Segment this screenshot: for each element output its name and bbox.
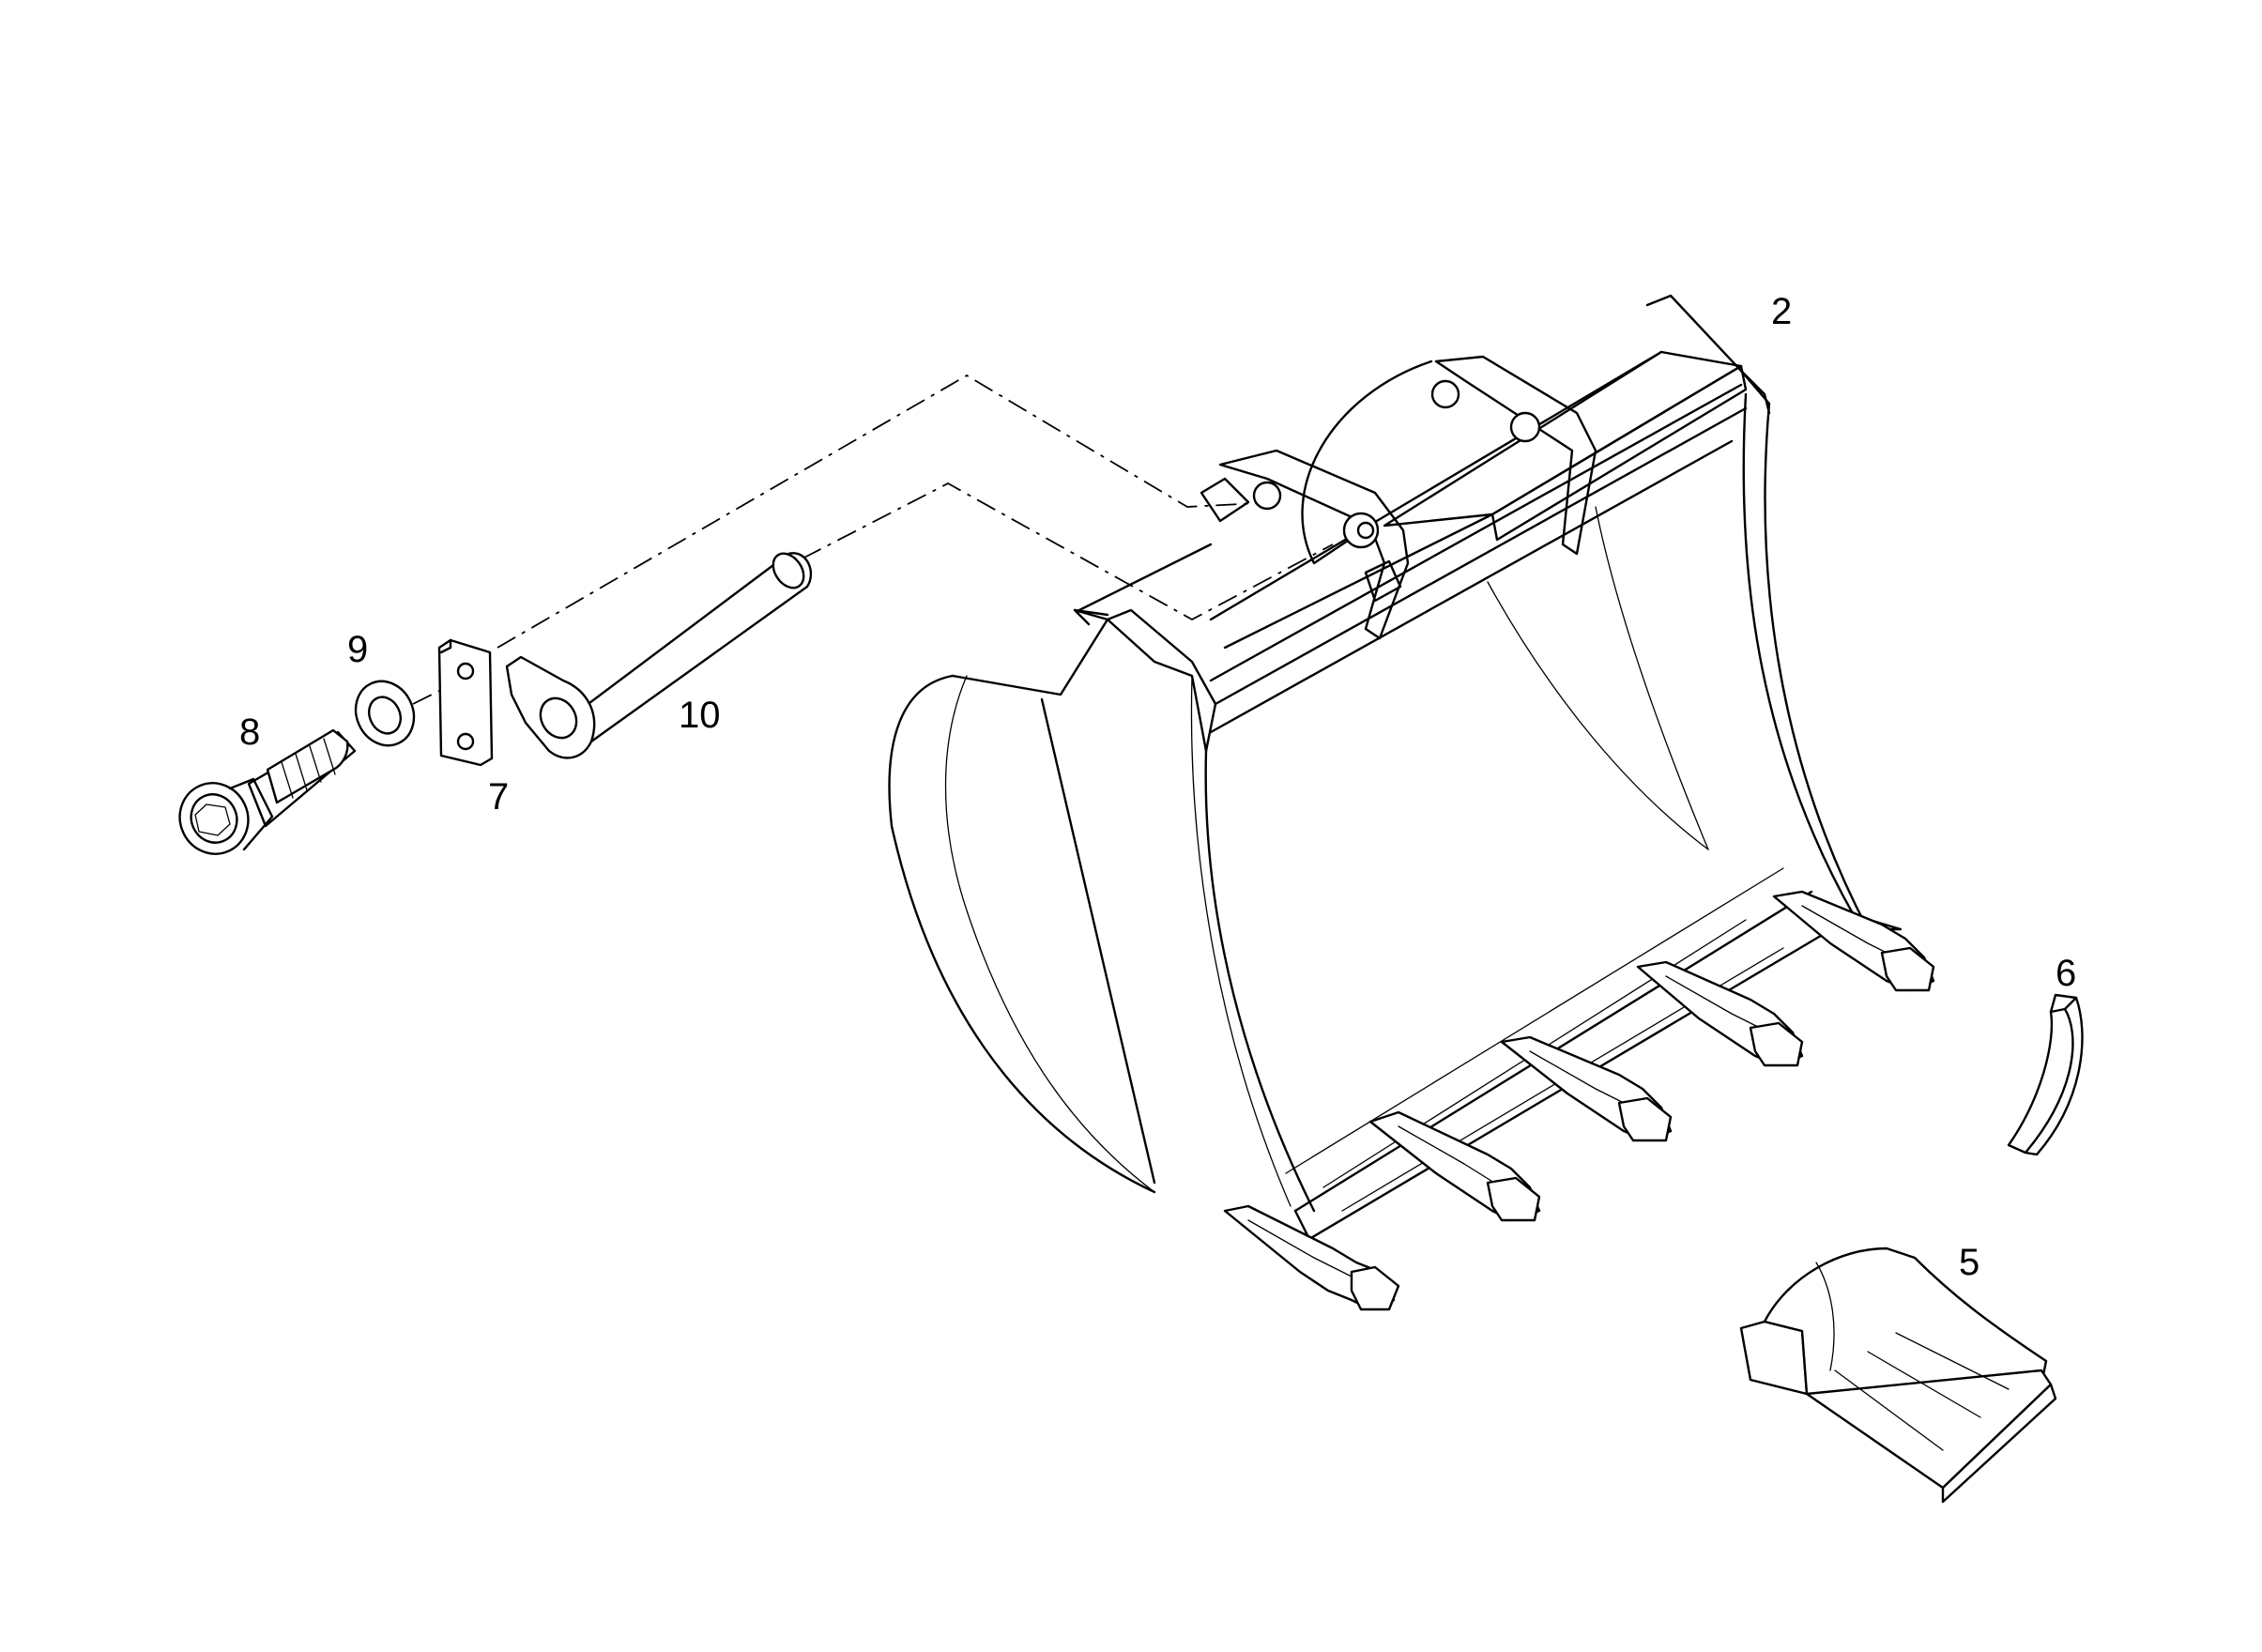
tooth-adapter-1 — [1223, 1204, 1400, 1311]
callout-10: 10 — [679, 695, 721, 736]
lock-part-6 — [2007, 993, 2084, 1156]
lock-plate-part-7 — [437, 638, 494, 767]
callout-6: 6 — [2056, 953, 2076, 994]
assembly-guide-lines — [412, 374, 1334, 705]
tooth-adapter-4 — [1636, 960, 1804, 1067]
bolt-part-8 — [178, 728, 357, 855]
tooth-part-5 — [1739, 1247, 2057, 1504]
tooth-adapter-5 — [1772, 890, 1935, 992]
pin-part-10 — [505, 552, 813, 759]
tooth-adapter-2 — [1368, 1110, 1541, 1222]
washer-part-9 — [354, 680, 416, 747]
callout-7: 7 — [488, 776, 509, 818]
callout-2: 2 — [1771, 291, 1792, 332]
tooth-adapter-3 — [1500, 1035, 1673, 1142]
callout-8: 8 — [239, 711, 260, 753]
callout-5: 5 — [1959, 1242, 1979, 1283]
callout-9: 9 — [347, 629, 368, 670]
bucket-part-2 — [888, 294, 1935, 1311]
